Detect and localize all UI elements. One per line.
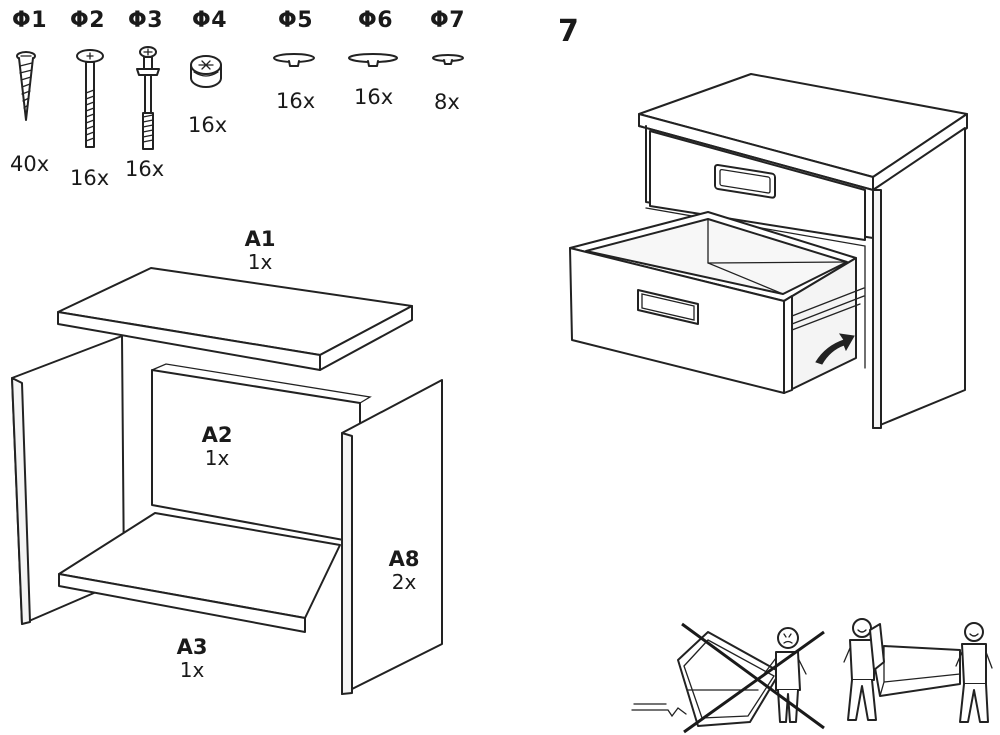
cam-pin-icon	[136, 46, 160, 150]
wood-screw-icon	[16, 51, 36, 121]
hardware-qty: 40x	[10, 152, 50, 176]
hardware-code: Φ4	[192, 8, 228, 33]
hardware-qty: 16x	[276, 89, 316, 113]
hardware-qty: 8x	[434, 90, 460, 114]
part-qty-top: 1x	[247, 250, 273, 274]
push-drawer-arrow-icon	[815, 333, 855, 365]
hardware-code: Φ2	[70, 8, 106, 33]
hardware-qty: 16x	[188, 113, 228, 137]
right-side-panel	[341, 379, 443, 695]
hardware-code: Φ5	[278, 8, 314, 33]
cover-cap-icon	[273, 53, 315, 67]
large-cover-cap-icon	[348, 53, 398, 67]
part-code-top: A1	[244, 227, 276, 251]
part-qty-side: 2x	[391, 570, 417, 594]
exploded-cabinet-diagram	[11, 267, 443, 695]
incorrect-carrying-icon	[631, 622, 825, 734]
part-code-back: A2	[201, 423, 233, 447]
part-qty-bottom: 1x	[179, 658, 205, 682]
hardware-code: Φ3	[128, 8, 164, 33]
part-code-side: A8	[388, 547, 420, 571]
step-number: 7	[558, 14, 579, 49]
hardware-code: Φ6	[358, 8, 394, 33]
small-cover-cap-icon	[432, 54, 464, 65]
hardware-code: Φ1	[12, 8, 48, 33]
hardware-qty: 16x	[125, 157, 165, 181]
connector-bolt-icon	[76, 49, 104, 148]
part-code-bottom: A3	[176, 635, 208, 659]
hardware-qty: 16x	[70, 166, 110, 190]
correct-two-person-carrying-icon	[843, 618, 993, 723]
part-qty-back: 1x	[204, 446, 230, 470]
nightstand-drawer-illustration	[569, 73, 968, 429]
cam-lock-nut-icon	[190, 55, 222, 88]
hardware-qty: 16x	[354, 85, 394, 109]
hardware-code: Φ7	[430, 8, 466, 33]
left-side-panel-edge	[11, 377, 31, 625]
